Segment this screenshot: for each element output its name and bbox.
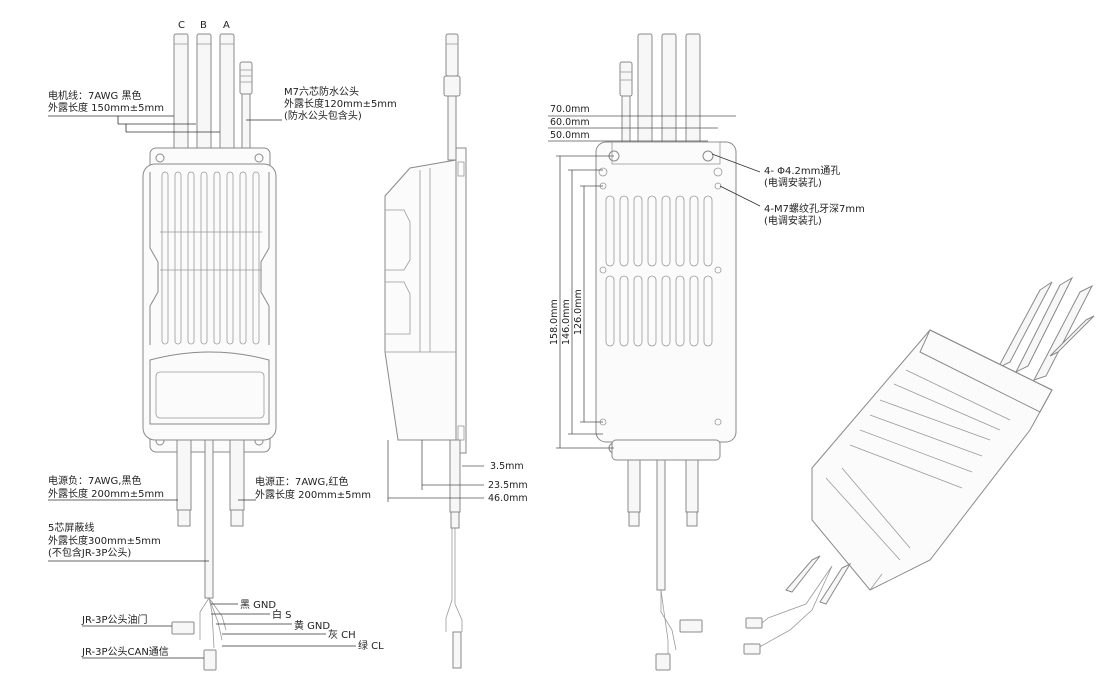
back-dim-height-158: 158.0mm — [549, 299, 560, 345]
shield-cable-label: 5芯屏蔽线 — [48, 521, 94, 534]
phase-label-b: B — [200, 20, 207, 31]
back-dim-height-126: 126.0mm — [573, 289, 584, 335]
through-hole-note: (电调安装孔) — [764, 176, 822, 189]
back-dim-height-146: 146.0mm — [561, 299, 572, 345]
side-dim-46-0: 46.0mm — [488, 493, 528, 504]
power-negative-label: 电源负：7AWG,黑色 — [48, 474, 141, 487]
motor-wire-label: 电机线：7AWG 黑色 — [48, 89, 141, 102]
m7-connector-note: (防水公头包含头) — [284, 109, 362, 122]
threaded-hole-label: 4-M7螺纹孔牙深7mm — [764, 202, 865, 215]
side-dim-23-5: 23.5mm — [488, 480, 528, 491]
phase-label-c: C — [178, 20, 185, 31]
back-dim-width-60: 60.0mm — [550, 117, 590, 128]
power-negative-length: 外露长度 200mm±5mm — [48, 487, 164, 500]
side-view — [384, 33, 484, 669]
m7-connector-label: M7六芯防水公头 — [284, 85, 359, 98]
shield-cable-length: 外露长度300mm±5mm — [48, 534, 161, 547]
m7-connector-length: 外露长度120mm±5mm — [284, 97, 397, 110]
wire-black-gnd: 黑 GND — [240, 599, 276, 611]
power-positive-length: 外露长度 200mm±5mm — [255, 488, 371, 501]
front-view — [142, 33, 277, 671]
wire-gray-ch: 灰 CH — [328, 628, 356, 641]
jr-can-label: JR-3P公头CAN通信 — [81, 646, 169, 658]
phase-label-a: A — [223, 20, 230, 31]
back-view — [548, 33, 761, 671]
side-dim-3-5: 3.5mm — [490, 461, 524, 472]
motor-wire-length: 外露长度 150mm±5mm — [48, 101, 164, 114]
wire-white-s: 白 S — [272, 608, 292, 621]
wire-yellow-gnd: 黄 GND — [294, 619, 330, 632]
wire-green-cl: 绿 CL — [358, 639, 384, 652]
through-hole-label: 4- Φ4.2mm通孔 — [764, 165, 840, 177]
isometric-view — [743, 276, 1095, 655]
back-dim-width-70: 70.0mm — [550, 104, 590, 115]
power-positive-label: 电源正：7AWG,红色 — [255, 475, 348, 488]
back-dim-width-50: 50.0mm — [550, 130, 590, 141]
jr-throttle-label: JR-3P公头油门 — [81, 613, 148, 626]
threaded-hole-note: (电调安装孔) — [764, 214, 822, 227]
shield-cable-note: (不包含JR-3P公头) — [48, 546, 131, 559]
front-leaders — [48, 115, 356, 659]
